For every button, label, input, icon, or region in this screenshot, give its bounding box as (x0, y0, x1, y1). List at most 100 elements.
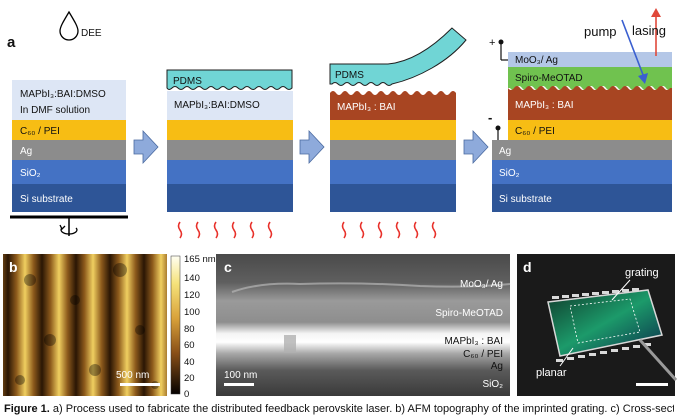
chip-photo (547, 289, 663, 357)
afm-colorbar-ticks: 165 nm 140 120 100 80 60 40 20 0 (184, 254, 216, 400)
layer-sio2-2 (167, 160, 293, 184)
caption-lead: Figure 1. (4, 403, 50, 415)
sem-label-moo3: MoO₃/ Ag (460, 279, 503, 290)
droplet-icon (59, 10, 79, 41)
layer-c60-3 (330, 120, 456, 140)
layer-si-2 (167, 184, 293, 212)
stack-1: DEE MAPbI₃:BAI:DMSO In DMF solution C₆₀ … (10, 10, 128, 236)
label-pump: pump (584, 24, 617, 39)
colorbar-tick: 120 (184, 290, 200, 301)
pdms-stamp-flat (166, 69, 293, 90)
layer-spiro (508, 67, 672, 90)
planar-pointer (559, 347, 574, 367)
panel-b-afm: b 500 nm 165 nm 140 120 100 80 60 40 20 … (3, 254, 216, 400)
label-film-4: MAPbI₃ : BAI (515, 100, 574, 111)
panel-label-a: a (7, 34, 16, 51)
label-spiro: Spiro-MeOTAD (515, 73, 583, 84)
layer-si-3 (330, 184, 456, 212)
colorbar-tick: 165 nm (184, 254, 216, 265)
colorbar-tick: 140 (184, 273, 200, 284)
layer-film-2 (167, 91, 293, 120)
sem-scalebar-label: 100 nm (224, 370, 257, 381)
layer-sio2-3 (330, 160, 456, 184)
label-film-3: MAPbI₃ : BAI (337, 102, 396, 113)
label-pdms-2: PDMS (173, 76, 202, 87)
label-c60-4: C₆₀ / PEI (515, 126, 555, 137)
layer-solution (12, 80, 126, 120)
afm-colorbar (170, 255, 181, 395)
heat-icon (341, 221, 437, 239)
plus-sign: + (489, 37, 495, 49)
sem-label-ag: Ag (491, 361, 503, 372)
label-solution-1: MAPbI₃:BAI:DMSO (20, 89, 106, 100)
grating-pointer (611, 279, 631, 301)
label-moo3: MoO₃/ Ag (515, 55, 558, 66)
colorbar-tick: 60 (184, 340, 195, 351)
colorbar-tick: 40 (184, 357, 195, 368)
label-sio2: SiO₂ (20, 168, 41, 179)
layer-si (12, 184, 126, 212)
layer-moo3 (508, 52, 672, 67)
stack-4: MoO₃/ Ag Spiro-MeOTAD MAPbI₃ : BAI C₆₀ /… (488, 8, 672, 212)
label-ag-4: Ag (499, 146, 511, 157)
label-si-4: Si substrate (499, 194, 552, 205)
afm-scalebar (120, 383, 160, 386)
process-arrow-3 (463, 129, 489, 165)
stack-2: PDMS MAPbI₃:BAI:DMSO (166, 69, 293, 239)
layer-sio2-4 (492, 160, 672, 184)
caption-text: a) Process used to fabricate the distrib… (52, 403, 674, 415)
panel-label-b: b (9, 259, 18, 275)
lasing-arrow-head (651, 8, 661, 17)
stack-3: PDMS MAPbI₃ : BAI (329, 27, 467, 239)
layer-c60 (12, 120, 126, 140)
pump-arrow (621, 19, 646, 81)
dee-label: DEE (81, 28, 102, 39)
panel-label-d: d (523, 259, 532, 275)
colorbar-tick: 0 (184, 389, 189, 400)
afm-image (3, 254, 167, 396)
label-film-2: MAPbI₃:BAI:DMSO (174, 100, 260, 111)
label-c60: C₆₀ / PEI (20, 126, 60, 137)
colorbar-tick: 100 (184, 307, 200, 318)
layer-si-4 (492, 184, 672, 212)
layer-ag-2 (167, 140, 293, 160)
label-lasing: lasing (632, 23, 666, 38)
label-solution-2: In DMF solution (20, 105, 90, 116)
panel-c-sem: c MoO₃/ Ag Spiro-MeOTAD MAPbI₃ : BAI C₆₀… (216, 254, 511, 396)
chip-inner-frame (569, 298, 641, 344)
sem-label-perovskite: MAPbI₃ : BAI (444, 336, 503, 347)
sem-label-c60: C₆₀ / PEI (463, 349, 503, 360)
layer-ag-3 (330, 140, 456, 160)
afm-texture (15, 263, 159, 389)
minus-sign: - (488, 110, 492, 125)
afm-scalebar-label: 500 nm (116, 370, 149, 381)
layer-ag (12, 140, 126, 160)
label-planar: planar (536, 367, 567, 379)
layer-c60-4 (508, 120, 672, 140)
sem-label-sio2: SiO₂ (482, 379, 503, 390)
label-grating: grating (625, 267, 659, 279)
sem-layer-labels: MoO₃/ Ag Spiro-MeOTAD MAPbI₃ : BAI C₆₀ /… (435, 279, 503, 390)
sem-label-spiro: Spiro-MeOTAD (435, 308, 503, 319)
pdms-stamp-peeling (329, 27, 467, 86)
layer-film-3 (330, 91, 456, 120)
heat-icon (177, 221, 273, 239)
layer-sio2 (12, 160, 126, 184)
photo-scalebar (636, 383, 668, 386)
layer-ag-4 (492, 140, 672, 160)
sem-scalebar (224, 383, 254, 386)
label-pdms-3: PDMS (335, 70, 364, 81)
rotation-icon (59, 224, 78, 235)
label-sio2-4: SiO₂ (499, 168, 520, 179)
panel-label-c: c (224, 259, 232, 275)
colorbar-tick: 80 (184, 324, 195, 335)
colorbar-tick: 20 (184, 373, 195, 384)
layer-c60-2 (167, 120, 293, 140)
figure-caption: Figure 1. a) Process used to fabricate t… (4, 402, 674, 417)
contact-pads (552, 288, 651, 362)
tweezers (638, 338, 678, 382)
process-arrow-1 (133, 129, 159, 165)
label-ag: Ag (20, 146, 32, 157)
pump-arrow-head (638, 73, 648, 84)
sem-image (216, 254, 510, 396)
